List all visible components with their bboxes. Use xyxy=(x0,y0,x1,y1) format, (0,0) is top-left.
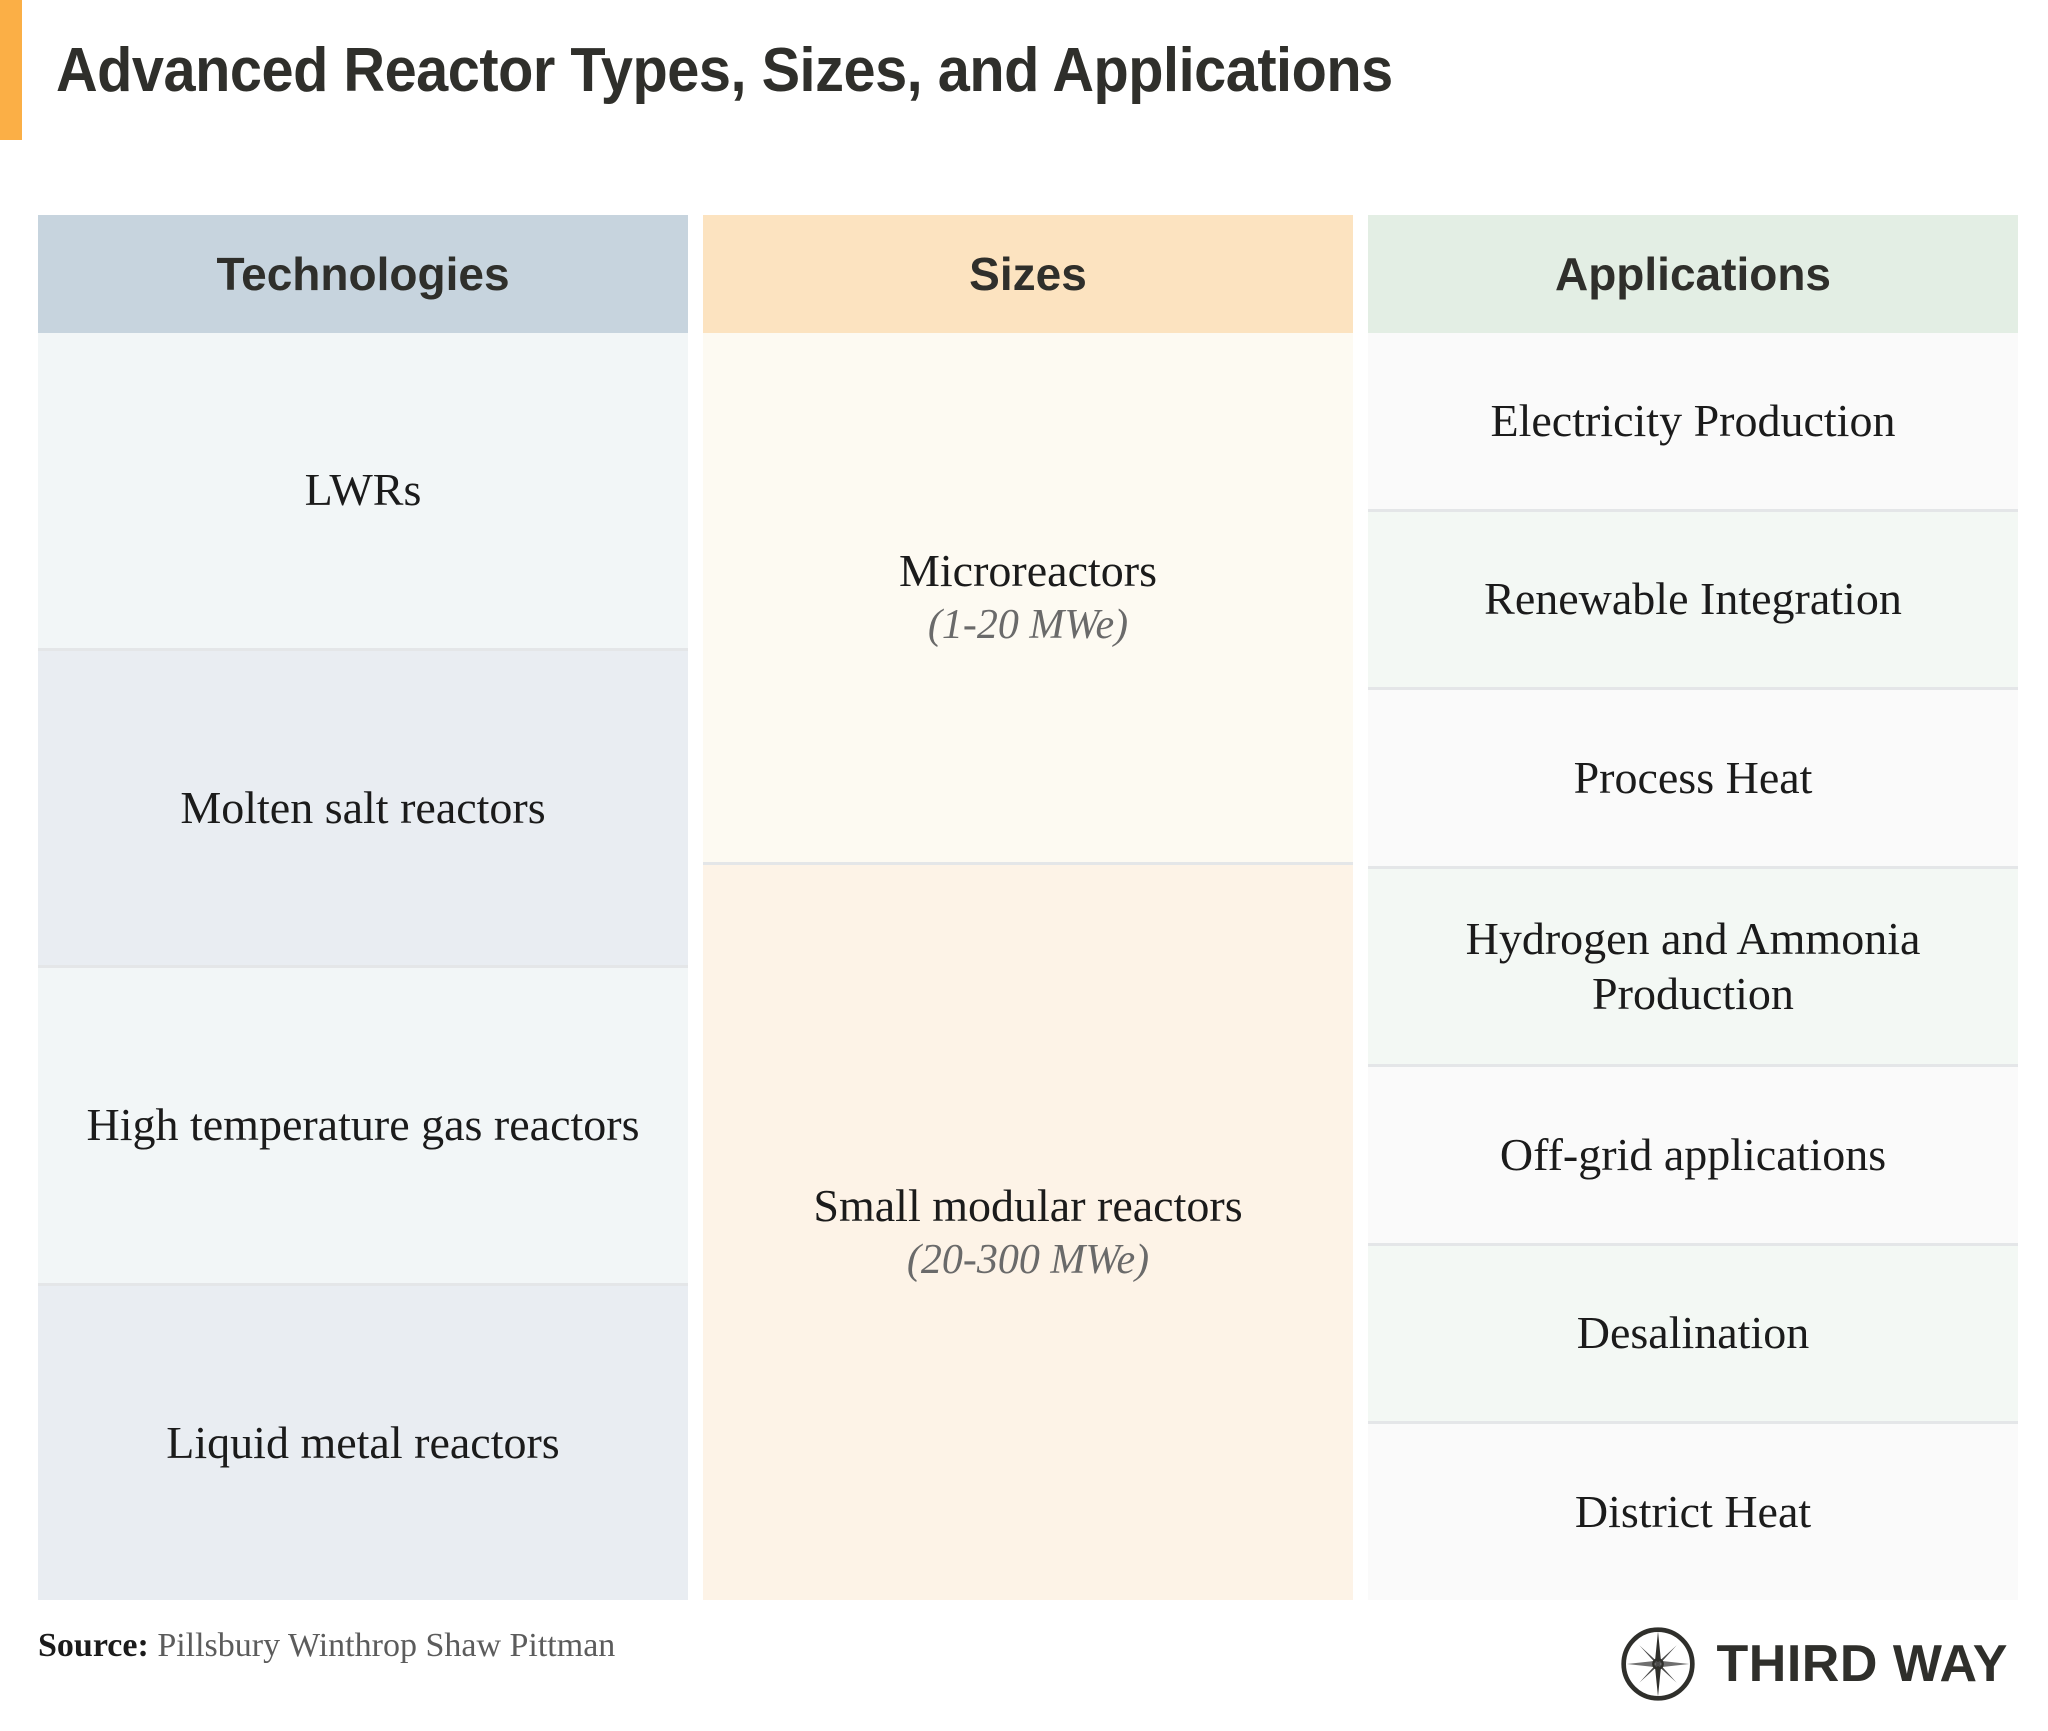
table-cell-application[interactable]: Desalination xyxy=(1368,1245,2018,1422)
size-range: (20-300 MWe) xyxy=(906,1236,1150,1283)
table-cell-size[interactable]: Small modular reactors (20-300 MWe) xyxy=(703,864,1353,1600)
table-cell-technology[interactable]: LWRs xyxy=(38,333,688,648)
table-cell-application[interactable]: District Heat xyxy=(1368,1424,2018,1601)
table-cell-technology[interactable]: Molten salt reactors xyxy=(38,650,688,965)
source-label: Source: xyxy=(38,1627,149,1664)
page-footer: Source: Pillsbury Winthrop Shaw Pittman … xyxy=(38,1625,2018,1715)
column-body-technologies: LWRs Molten salt reactors High temperatu… xyxy=(38,333,688,1600)
page-header: Advanced Reactor Types, Sizes, and Appli… xyxy=(0,0,2048,140)
row-divider xyxy=(1368,1064,2018,1068)
row-divider xyxy=(38,1282,688,1286)
table-cell-technology[interactable]: Liquid metal reactors xyxy=(38,1285,688,1600)
table-cell-application[interactable]: Renewable Integration xyxy=(1368,511,2018,688)
row-divider xyxy=(1368,1421,2018,1425)
accent-bar xyxy=(0,0,22,140)
logo-wordmark: THIRD WAY xyxy=(1716,1635,2008,1693)
table-cell-size[interactable]: Microreactors (1-20 MWe) xyxy=(703,333,1353,862)
table-cell-technology[interactable]: High temperature gas reactors xyxy=(38,968,688,1283)
row-divider xyxy=(1368,1242,2018,1246)
reactor-table: Technologies LWRs Molten salt reactors H… xyxy=(38,215,2018,1601)
column-body-applications: Electricity Production Renewable Integra… xyxy=(1368,333,2018,1601)
column-header-sizes: Sizes xyxy=(703,215,1353,333)
row-divider xyxy=(38,647,688,651)
row-divider xyxy=(1368,865,2018,869)
column-applications: Applications Electricity Production Rene… xyxy=(1368,215,2018,1601)
size-name: Small modular reactors xyxy=(813,1180,1243,1232)
column-header-technologies: Technologies xyxy=(38,215,688,333)
table-cell-application[interactable]: Off-grid applications xyxy=(1368,1067,2018,1243)
table-cell-application[interactable]: Electricity Production xyxy=(1368,333,2018,509)
size-name: Microreactors xyxy=(899,545,1157,597)
source-value: Pillsbury Winthrop Shaw Pittman xyxy=(157,1627,616,1664)
table-cell-application[interactable]: Hydrogen and Ammonia Production xyxy=(1368,868,2018,1065)
column-technologies: Technologies LWRs Molten salt reactors H… xyxy=(38,215,688,1600)
third-way-logo: THIRD WAY xyxy=(1619,1625,2019,1703)
size-range: (1-20 MWe) xyxy=(927,601,1129,648)
column-sizes: Sizes Microreactors (1-20 MWe) Small mod… xyxy=(703,215,1353,1600)
row-divider xyxy=(703,861,1353,865)
row-divider xyxy=(1368,508,2018,512)
page-title: Advanced Reactor Types, Sizes, and Appli… xyxy=(56,35,1393,105)
table-cell-application[interactable]: Process Heat xyxy=(1368,690,2018,866)
column-header-applications: Applications xyxy=(1368,215,2018,333)
column-body-sizes: Microreactors (1-20 MWe) Small modular r… xyxy=(703,333,1353,1600)
compass-star-icon xyxy=(1619,1625,1697,1703)
row-divider xyxy=(38,965,688,968)
source-attribution: Source: Pillsbury Winthrop Shaw Pittman xyxy=(38,1625,615,1665)
row-divider xyxy=(1368,687,2018,691)
